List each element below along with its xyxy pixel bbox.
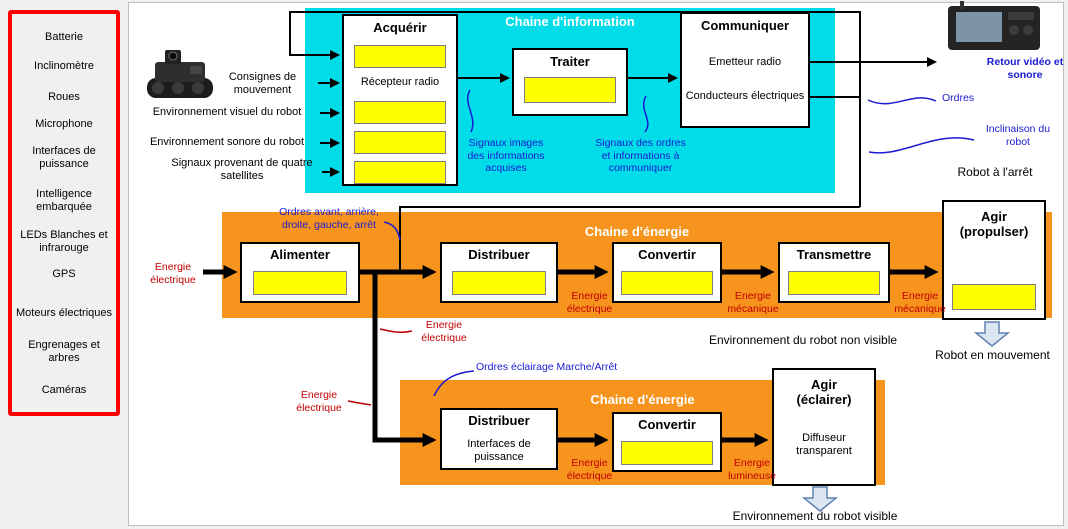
acquerir-placeholder-3	[354, 131, 446, 154]
ordres-label: Ordres	[942, 92, 975, 104]
distribuer-bottom-title: Distribuer	[468, 413, 530, 428]
energie-mecanique-trans-agir-label: Energie mécanique	[894, 290, 946, 315]
input-satellites-label: Signaux provenant de quatre satellites	[171, 157, 313, 183]
energy-chain-bottom-title: Chaine d'énergie	[590, 392, 695, 407]
energie-electrique-bottom-left-label: Energie électrique	[296, 389, 342, 414]
sidebar-item-batterie: Batterie	[45, 31, 83, 43]
signaux-ordres-label: Signaux des ordres et informations à com…	[595, 137, 686, 175]
distribuer-bottom-subtitle: Interfaces de puissance	[467, 438, 531, 464]
sidebar-item-cameras: Caméras	[41, 384, 87, 396]
transmettre-box: Transmettre	[778, 242, 890, 303]
input-env-visuel-label: Environnement visuel du robot	[152, 106, 302, 118]
agir-propulser-placeholder	[952, 284, 1036, 310]
distribuer-top-box: Distribuer	[440, 242, 558, 303]
distribuer-top-title: Distribuer	[468, 247, 530, 262]
input-consignes-label: Consignes de mouvement	[228, 71, 297, 97]
robot-arret-label: Robot à l'arrêt	[957, 165, 1033, 179]
sidebar-item-intelligence-embarquee: Intelligence embarquée	[36, 188, 92, 214]
agir-eclairer-box: Agir (éclairer) Diffuseur transparent	[772, 368, 876, 486]
convertir-top-box: Convertir	[612, 242, 722, 303]
input-env-sonore-label: Environnement sonore du robot	[149, 136, 305, 148]
convertir-bottom-title: Convertir	[638, 417, 696, 432]
retour-video-label: Retour vidéo et sonore	[986, 56, 1064, 81]
acquerir-box: Acquérir Récepteur radio	[342, 14, 458, 186]
agir-eclairer-title: Agir (éclairer)	[796, 377, 852, 407]
energie-electrique-bottom-mid-label: Energie électrique	[566, 457, 613, 482]
inclinaison-label: Inclinaison du robot	[985, 123, 1051, 148]
energie-lumineuse-label: Energie lumineuse	[728, 457, 776, 482]
sidebar-item-gps: GPS	[52, 268, 76, 280]
transmettre-title: Transmettre	[796, 247, 872, 262]
agir-eclairer-subtitle: Diffuseur transparent	[796, 432, 852, 458]
sidebar-item-inclinometre: Inclinomètre	[34, 60, 94, 72]
robot-mouvement-label: Robot en mouvement	[935, 348, 1050, 362]
ordres-eclairage-label: Ordres éclairage Marche/Arrêt	[476, 361, 618, 373]
transmettre-placeholder	[788, 271, 880, 295]
traiter-box: Traiter	[512, 48, 628, 116]
acquerir-placeholder-2	[354, 101, 446, 124]
convertir-bottom-placeholder	[621, 441, 713, 465]
traiter-title: Traiter	[550, 54, 590, 69]
sidebar-item-moteurs: Moteurs électriques	[16, 307, 112, 319]
alimenter-box: Alimenter	[240, 242, 360, 303]
agir-propulser-box: Agir (propulser)	[942, 200, 1046, 320]
sidebar-item-leds: LEDs Blanches et infrarouge	[20, 229, 108, 255]
communiquer-title: Communiquer	[700, 18, 790, 33]
communiquer-box: Communiquer Emetteur radio Conducteurs é…	[680, 12, 810, 128]
convertir-top-title: Convertir	[638, 247, 696, 262]
sidebar-item-interfaces-puissance: Interfaces de puissance	[32, 145, 96, 171]
acquerir-placeholder-4	[354, 161, 446, 184]
energie-electrique-input-label: Energie électrique	[150, 261, 196, 286]
env-visible-label: Environnement du robot visible	[732, 509, 898, 523]
sidebar-item-microphone: Microphone	[35, 118, 93, 130]
alimenter-title: Alimenter	[270, 247, 330, 262]
traiter-placeholder	[524, 77, 616, 103]
distribuer-top-placeholder	[452, 271, 546, 295]
communiquer-line1: Emetteur radio	[708, 56, 782, 68]
energie-electrique-branch-label: Energie électrique	[421, 319, 467, 344]
energie-mecanique-conv-trans-label: Energie mécanique	[727, 290, 779, 315]
sidebar-item-engrenages: Engrenages et arbres	[28, 339, 100, 365]
acquerir-subtitle: Récepteur radio	[360, 76, 440, 88]
ordres-mouvement-label: Ordres avant, arrière, droite, gauche, a…	[279, 206, 379, 231]
signaux-images-label: Signaux images des informations acquises	[467, 137, 545, 175]
convertir-top-placeholder	[621, 271, 713, 295]
agir-propulser-title: Agir (propulser)	[959, 209, 1029, 239]
convertir-bottom-box: Convertir	[612, 412, 722, 472]
distribuer-bottom-box: Distribuer Interfaces de puissance	[440, 408, 558, 470]
alimenter-placeholder	[253, 271, 347, 295]
communiquer-line2: Conducteurs électriques	[685, 90, 805, 102]
sidebar-item-roues: Roues	[48, 91, 80, 103]
acquerir-title: Acquérir	[373, 20, 427, 35]
energie-electrique-dist-conv-label: Energie électrique	[566, 290, 613, 315]
env-non-visible-label: Environnement du robot non visible	[708, 333, 898, 347]
component-sidebar: Batterie Inclinomètre Roues Microphone I…	[8, 10, 120, 416]
acquerir-placeholder-1	[354, 45, 446, 68]
